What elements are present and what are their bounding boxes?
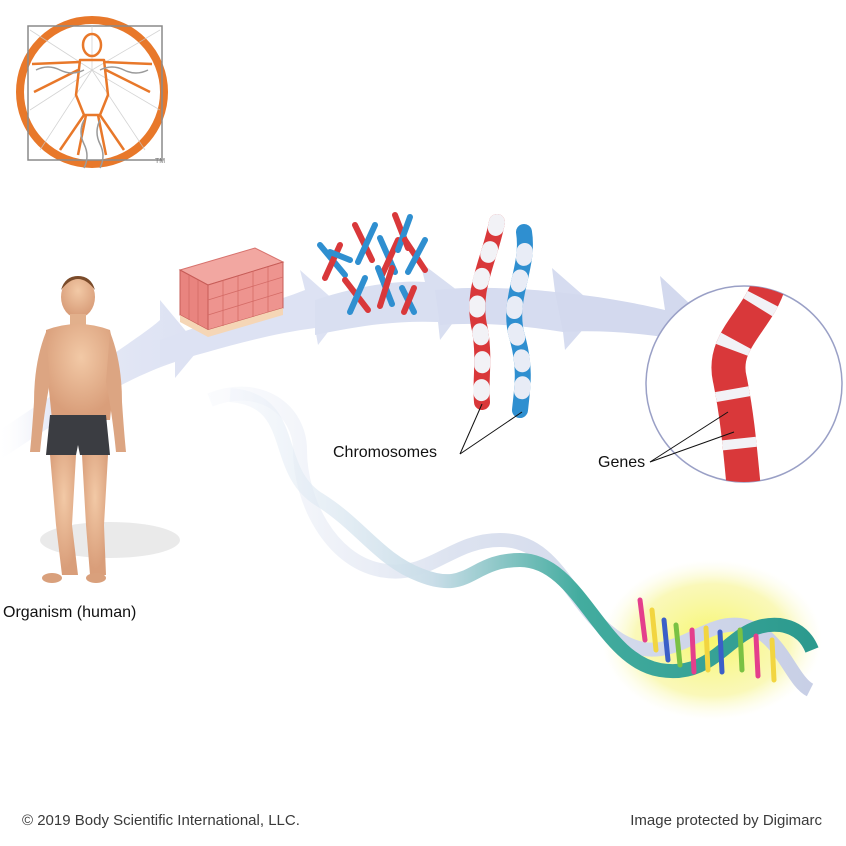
vitruvian-logo bbox=[16, 16, 168, 169]
organism-label: Organism (human) bbox=[3, 604, 137, 621]
chromosome-pair bbox=[469, 214, 533, 418]
digimarc-notice: Image protected by Digimarc bbox=[630, 812, 822, 829]
trademark-mark: TM bbox=[155, 158, 165, 165]
leader-lines bbox=[459, 403, 735, 463]
tissue-block bbox=[178, 247, 285, 337]
base-pairs bbox=[637, 597, 777, 683]
human-figure bbox=[30, 276, 180, 583]
genes-label: Genes bbox=[598, 454, 646, 471]
dna-helix bbox=[207, 386, 822, 720]
gene-zoom-circle bbox=[645, 285, 843, 483]
chromosomes-label: Chromosomes bbox=[333, 444, 438, 461]
gene-highlight-glow bbox=[602, 560, 822, 720]
chromosome-cluster bbox=[317, 212, 428, 315]
copyright-footer: © 2019 Body Scientific International, LL… bbox=[22, 812, 300, 829]
